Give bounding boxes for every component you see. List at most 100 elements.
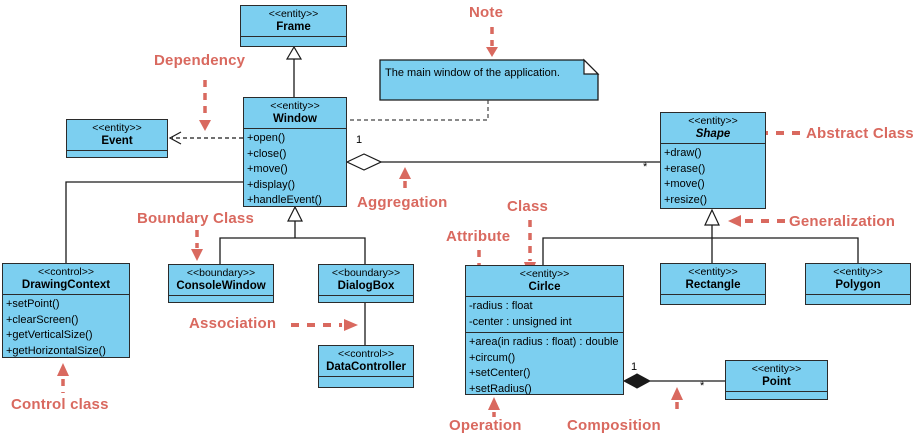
operation: +getHorizontalSize() [6, 344, 106, 357]
class-name: DialogBox [337, 280, 395, 292]
class-polygon[interactable]: <<entity>> Polygon [805, 263, 911, 305]
class-circle[interactable]: <<entity>> Cirlce -radius : float -cente… [465, 265, 624, 395]
note-callout-arrow [486, 27, 498, 57]
operation-callout-arrow [488, 397, 500, 417]
annotation-generalization: Generalization [789, 213, 896, 230]
generalization-triangle-icon [285, 45, 303, 60]
operations-compartment: +setPoint() +clearScreen() +getVerticalS… [3, 295, 129, 359]
arrow-down-icon [486, 47, 498, 57]
aggregation-window-shape[interactable] [345, 153, 660, 171]
note-anchor-line[interactable] [349, 100, 489, 121]
operation: +open() [247, 132, 286, 144]
multiplicity-aggregation-many: * [643, 161, 648, 173]
annotation-operation: Operation [449, 417, 522, 434]
association-callout-arrow [291, 319, 358, 331]
dependency-open-arrow-icon [168, 131, 182, 145]
uml-note-shape[interactable] [349, 58, 600, 121]
class-rectangle[interactable]: <<entity>> Rectangle [660, 263, 766, 305]
class-frame[interactable]: <<entity>> Frame [240, 5, 347, 47]
aggregation-callout-arrow [399, 167, 411, 192]
empty-compartment [169, 296, 273, 302]
generalization-branches[interactable] [219, 237, 366, 264]
class-header: <<entity>> Point [726, 361, 827, 392]
operation: +erase() [664, 162, 706, 175]
boundary-class-callout-arrow [191, 230, 203, 261]
arrow-left-icon [728, 215, 741, 227]
composition-circle-point[interactable] [622, 373, 725, 389]
arrow-up-icon [488, 397, 500, 410]
empty-compartment [241, 37, 346, 46]
stereotype-label: <<control>> [37, 266, 95, 278]
class-header: <<entity>> Cirlce [466, 266, 623, 297]
generalization-shape-subclasses[interactable] [542, 208, 859, 265]
generalization-triangle-icon [704, 208, 720, 226]
class-header: <<entity>> Window [244, 98, 346, 129]
stereotype-label: <<entity>> [688, 115, 738, 127]
class-event[interactable]: <<entity>> Event [66, 119, 168, 158]
stereotype-label: <<entity>> [268, 8, 319, 20]
class-name: DataController [326, 361, 406, 373]
class-header: <<control>> DataController [319, 346, 413, 377]
generalization-triangle-icon [287, 205, 303, 222]
arrow-right-icon [344, 319, 358, 331]
empty-compartment [726, 392, 827, 399]
annotation-association: Association [189, 315, 277, 332]
operation: +resize() [664, 193, 708, 206]
class-name: Cirlce [528, 281, 561, 293]
class-drawingcontext[interactable]: <<control>> DrawingContext +setPoint() +… [2, 263, 130, 358]
generalization-window-frame[interactable] [285, 45, 303, 97]
uml-note-text: The main window of the application. [385, 67, 560, 79]
class-name: Window [273, 113, 317, 125]
operation: +handleEvent() [247, 194, 322, 206]
class-name: ConsoleWindow [176, 280, 266, 292]
class-header: <<boundary>> ConsoleWindow [169, 265, 273, 296]
note-body[interactable] [379, 59, 599, 101]
arrow-up-icon [57, 363, 69, 376]
stereotype-label: <<entity>> [92, 122, 142, 134]
class-consolewindow[interactable]: <<boundary>> ConsoleWindow [168, 264, 274, 303]
attribute: -center : unsigned int [469, 315, 572, 328]
arrow-down-icon [191, 249, 203, 261]
attributes-compartment: -radius : float -center : unsigned int [466, 297, 623, 333]
class-name: Polygon [835, 279, 881, 291]
class-name: Rectangle [685, 279, 741, 291]
association-window-drawingcontext[interactable] [65, 181, 243, 263]
stereotype-label: <<entity>> [751, 363, 802, 375]
stereotype-label: <<entity>> [833, 266, 883, 278]
class-header: <<entity>> Shape [661, 113, 765, 144]
empty-compartment [67, 151, 167, 157]
operation: +draw() [664, 147, 702, 159]
note-fold-icon [583, 58, 600, 75]
control-class-callout-arrow [57, 363, 69, 393]
annotation-aggregation: Aggregation [357, 194, 448, 211]
class-shape[interactable]: <<entity>> Shape +draw() +erase() +move(… [660, 112, 766, 209]
annotation-class: Class [507, 198, 549, 215]
class-window[interactable]: <<entity>> Window +open() +close() +move… [243, 97, 347, 207]
operation: +close() [247, 147, 287, 160]
class-header: <<control>> DrawingContext [3, 264, 129, 295]
operation: +setRadius() [469, 382, 532, 395]
generalization-callout-arrow [728, 215, 785, 227]
empty-compartment [319, 377, 413, 387]
dependency-window-event[interactable] [168, 131, 243, 145]
class-datacontroller[interactable]: <<control>> DataController [318, 345, 414, 388]
class-point[interactable]: <<entity>> Point [725, 360, 828, 400]
arrow-up-icon [399, 167, 411, 179]
class-header: <<boundary>> DialogBox [319, 265, 413, 296]
generalization-window-subclasses[interactable] [219, 205, 366, 264]
stereotype-label: <<entity>> [270, 100, 320, 112]
class-name: DrawingContext [21, 279, 111, 291]
empty-compartment [806, 295, 910, 304]
class-dialogbox[interactable]: <<boundary>> DialogBox [318, 264, 414, 303]
class-name: Shape [695, 128, 731, 140]
multiplicity-composition-1: 1 [631, 361, 638, 373]
stereotype-label: <<boundary>> [186, 267, 256, 279]
composition-diamond-icon [622, 373, 652, 389]
generalization-branches[interactable] [542, 237, 859, 265]
annotation-abstract-class: Abstract Class [806, 125, 914, 142]
class-header: <<entity>> Polygon [806, 264, 910, 295]
stereotype-label: <<entity>> [519, 268, 570, 280]
operation: +move() [664, 178, 705, 190]
dependency-callout-arrow [199, 80, 211, 131]
